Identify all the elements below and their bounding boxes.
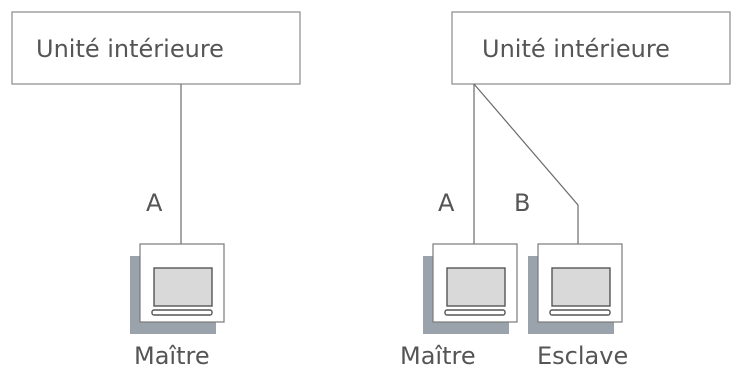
controller-screen <box>446 267 506 307</box>
right-master-label: Maître <box>400 342 476 370</box>
controller-screen <box>551 267 611 307</box>
controller-button-bar <box>444 309 506 316</box>
controller-screen <box>153 267 213 307</box>
right-indoor-unit-label: Unité intérieure <box>482 35 670 63</box>
right-slave-label: Esclave <box>537 342 628 370</box>
left-master-controller <box>130 243 225 334</box>
right-cable-b <box>473 83 579 244</box>
left-configuration: Unité intérieure A Maître <box>11 11 301 370</box>
right-indoor-unit-box <box>451 11 731 85</box>
right-configuration: Unité intérieure A B Maître Esclave <box>400 11 731 370</box>
controller-button-bar <box>549 309 611 316</box>
left-master-label: Maître <box>134 342 210 370</box>
right-cable-a-label: A <box>438 189 455 217</box>
controller-button-bar <box>151 309 213 316</box>
right-cable-b-label: B <box>514 189 530 217</box>
left-indoor-unit-box <box>11 11 301 85</box>
left-cable-a-label: A <box>146 189 163 217</box>
right-master-controller <box>423 243 518 334</box>
left-indoor-unit-label: Unité intérieure <box>36 35 224 63</box>
right-slave-controller <box>528 243 623 334</box>
